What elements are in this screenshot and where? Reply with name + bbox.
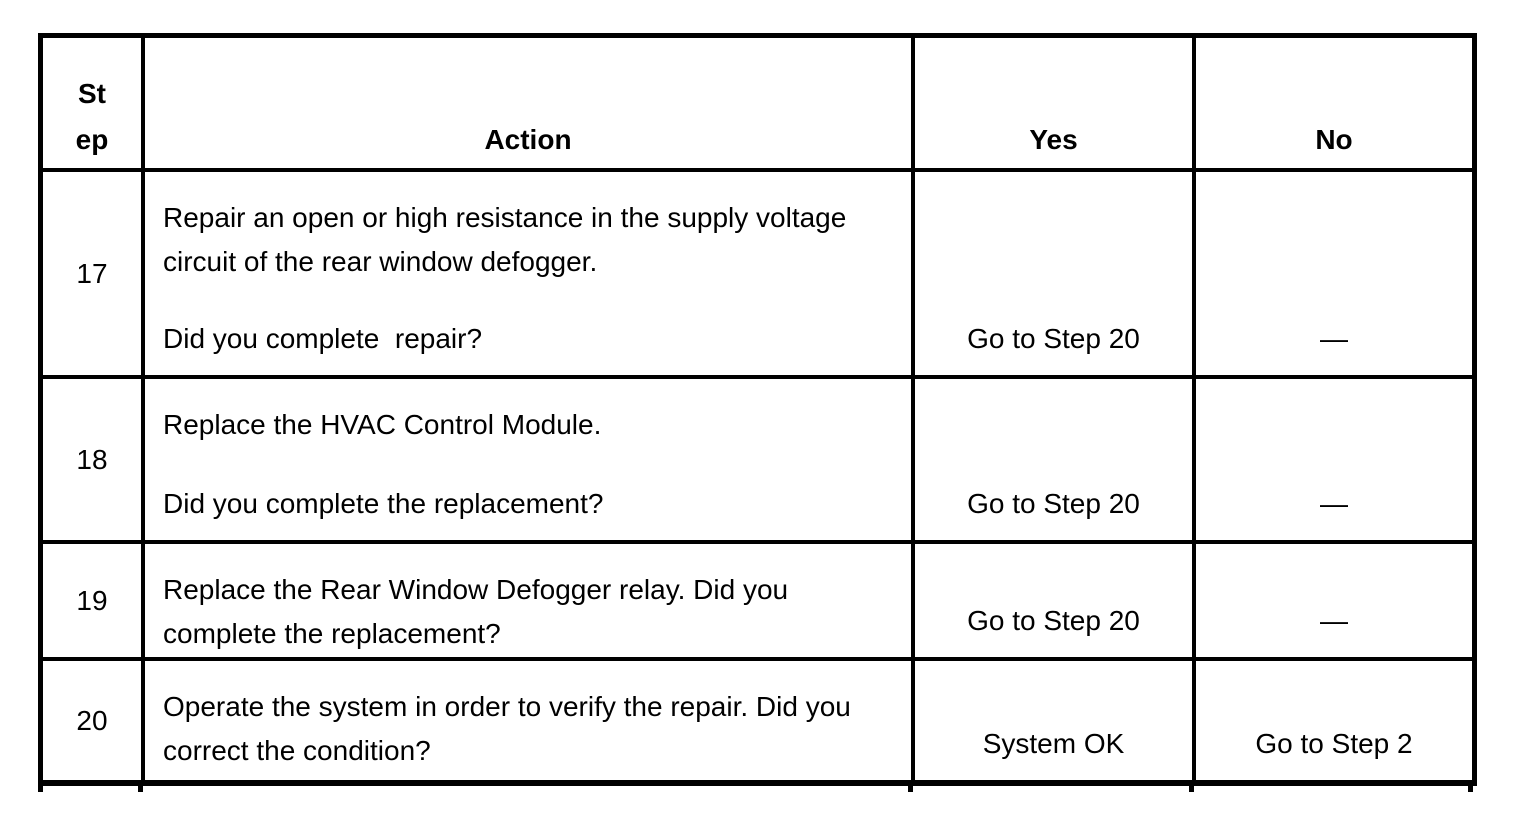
- step-cell: 18: [43, 379, 145, 544]
- table-edge-stub: [1468, 786, 1473, 792]
- step-header-line2: ep: [75, 124, 109, 155]
- action-line: Operate the system in order to verify th…: [163, 691, 851, 722]
- action-cell: Operate the system in order to verify th…: [145, 661, 915, 780]
- yes-header-cell: Yes: [915, 38, 1196, 172]
- action-line: Replace the HVAC Control Module.: [163, 409, 602, 440]
- yes-cell: Go to Step 20: [915, 172, 1196, 379]
- step-header-line1: St: [78, 78, 106, 109]
- action-text: Operate the system in order to verify th…: [163, 685, 881, 773]
- action-question: Did you complete repair?: [163, 323, 483, 354]
- no-cell: —: [1196, 172, 1472, 379]
- action-line: Repair an open or high resistance in the…: [163, 202, 847, 233]
- step-header-cell: St ep: [43, 38, 145, 172]
- action-text: Replace the HVAC Control Module.: [163, 403, 881, 447]
- step-cell: 17: [43, 172, 145, 379]
- action-line: complete the replacement?: [163, 618, 501, 649]
- no-header-cell: No: [1196, 38, 1472, 172]
- action-question: Did you complete the replacement?: [163, 488, 604, 519]
- action-text: Replace the Rear Window Defogger relay. …: [163, 568, 881, 656]
- action-line: correct the condition?: [163, 735, 431, 766]
- action-line: circuit of the rear window defogger.: [163, 246, 598, 277]
- table-edge-stub: [138, 786, 143, 792]
- action-cell: Repair an open or high resistance in the…: [145, 172, 915, 379]
- action-cell: Replace the Rear Window Defogger relay. …: [145, 544, 915, 661]
- table-edge-stub: [908, 786, 913, 792]
- action-text: Repair an open or high resistance in the…: [163, 196, 881, 284]
- action-header-cell: Action: [145, 38, 915, 172]
- table-edge-stub: [1189, 786, 1194, 792]
- yes-cell: System OK: [915, 661, 1196, 780]
- step-cell: 20: [43, 661, 145, 780]
- action-line: Replace the Rear Window Defogger relay. …: [163, 574, 789, 605]
- yes-cell: Go to Step 20: [915, 379, 1196, 544]
- table-edge-stub: [38, 786, 43, 792]
- diagnostic-table: St ep Action Yes No 17 Repair an open or…: [38, 33, 1477, 786]
- step-cell: 19: [43, 544, 145, 661]
- yes-cell: Go to Step 20: [915, 544, 1196, 661]
- action-cell: Replace the HVAC Control Module. Did you…: [145, 379, 915, 544]
- no-cell: Go to Step 2: [1255, 728, 1413, 759]
- no-cell: —: [1196, 544, 1472, 661]
- no-cell: —: [1196, 379, 1472, 544]
